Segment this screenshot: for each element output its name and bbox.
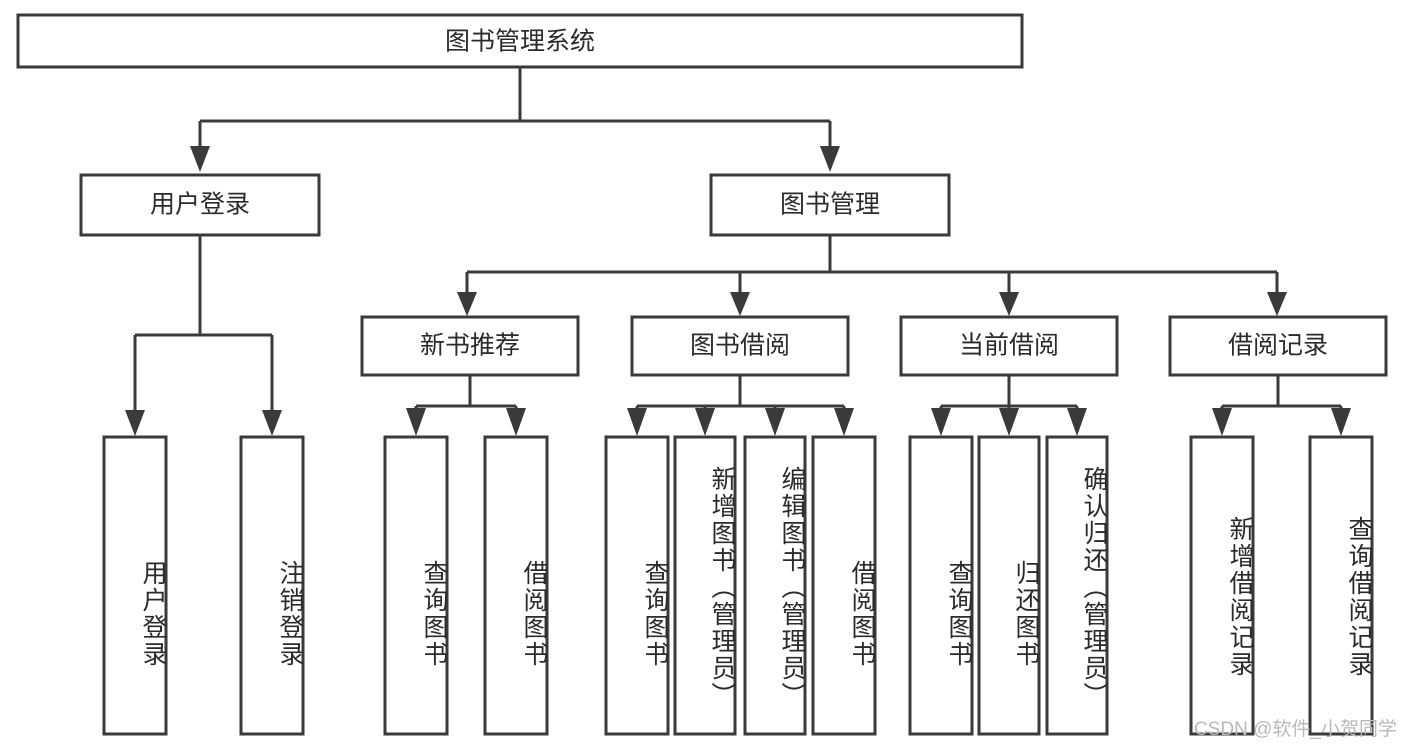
arrow-head-icon — [1067, 408, 1087, 436]
edge-borrow-record-to-leaves — [1212, 375, 1351, 436]
node-book-borrow-label: 图书借阅 — [690, 332, 790, 360]
arrow-head-icon — [125, 410, 145, 436]
leaf-box-book-borrow-3[interactable] — [811, 435, 877, 736]
edge-new-book-recommend-to-leaves — [406, 375, 526, 436]
arrow-head-icon — [1267, 292, 1287, 316]
leaf-box-new-book-1[interactable] — [483, 435, 549, 736]
node-book-borrow[interactable]: 图书借阅 — [630, 315, 850, 377]
arrow-head-icon — [506, 408, 526, 436]
node-current-borrow-label: 当前借阅 — [959, 332, 1059, 360]
node-user-login[interactable]: 用户登录 — [79, 173, 321, 237]
edge-current-borrow-to-leaves — [931, 375, 1087, 436]
node-new-book-recommend-label: 新书推荐 — [420, 332, 520, 360]
arrow-head-icon — [406, 408, 426, 436]
watermark-text: CSDN @软件_小贺同学 — [1194, 719, 1397, 740]
arrow-head-icon — [695, 408, 715, 436]
leaf-box-new-book-0[interactable] — [383, 435, 449, 736]
arrow-head-icon — [999, 408, 1019, 436]
node-user-login-label: 用户登录 — [150, 191, 250, 219]
node-book-borrow-box[interactable] — [630, 315, 850, 377]
node-root-box[interactable] — [16, 13, 1024, 69]
arrow-head-icon — [834, 408, 854, 436]
node-new-book-recommend[interactable]: 新书推荐 — [360, 315, 580, 377]
arrow-head-icon — [820, 146, 840, 172]
node-current-borrow[interactable]: 当前借阅 — [899, 315, 1119, 377]
arrow-head-icon — [190, 146, 210, 172]
leaf-box-current-borrow-2[interactable] — [1045, 435, 1109, 736]
edge-root-to-level2 — [190, 67, 840, 172]
node-book-management[interactable]: 图书管理 — [709, 173, 951, 237]
arrow-head-icon — [765, 408, 785, 436]
leaf-box-borrow-record-0[interactable] — [1189, 435, 1255, 736]
leaf-box-borrow-record-1[interactable] — [1308, 435, 1374, 736]
node-current-borrow-box[interactable] — [899, 315, 1119, 377]
node-root-label: 图书管理系统 — [445, 28, 595, 56]
node-new-book-recommend-box[interactable] — [360, 315, 580, 377]
leaf-box-user-login-0[interactable] — [102, 435, 168, 736]
arrow-head-icon — [1212, 408, 1232, 436]
node-borrow-record-box[interactable] — [1168, 315, 1388, 377]
node-borrow-record[interactable]: 借阅记录 — [1168, 315, 1388, 377]
node-root[interactable]: 图书管理系统 — [16, 13, 1024, 69]
arrow-head-icon — [1331, 408, 1351, 436]
leaf-box-book-borrow-0[interactable] — [604, 435, 670, 736]
leaf-box-current-borrow-1[interactable] — [977, 435, 1041, 736]
leaf-box-current-borrow-0[interactable] — [908, 435, 974, 736]
leaf-box-user-login-1[interactable] — [239, 435, 305, 736]
arrow-head-icon — [999, 292, 1019, 316]
arrow-head-icon — [262, 410, 282, 436]
edge-book-borrow-to-leaves — [627, 375, 854, 436]
edge-book-management-to-level3 — [457, 235, 1287, 316]
edge-user-login-to-leaves — [125, 235, 282, 436]
arrow-head-icon — [931, 408, 951, 436]
leaf-box-book-borrow-2[interactable] — [743, 435, 807, 736]
arrow-head-icon — [730, 292, 750, 316]
node-book-management-box[interactable] — [709, 173, 951, 237]
arrow-head-icon — [457, 292, 477, 316]
node-book-management-label: 图书管理 — [780, 191, 880, 219]
leaf-box-book-borrow-1[interactable] — [673, 435, 737, 736]
arrow-head-icon — [627, 408, 647, 436]
node-borrow-record-label: 借阅记录 — [1228, 332, 1328, 360]
